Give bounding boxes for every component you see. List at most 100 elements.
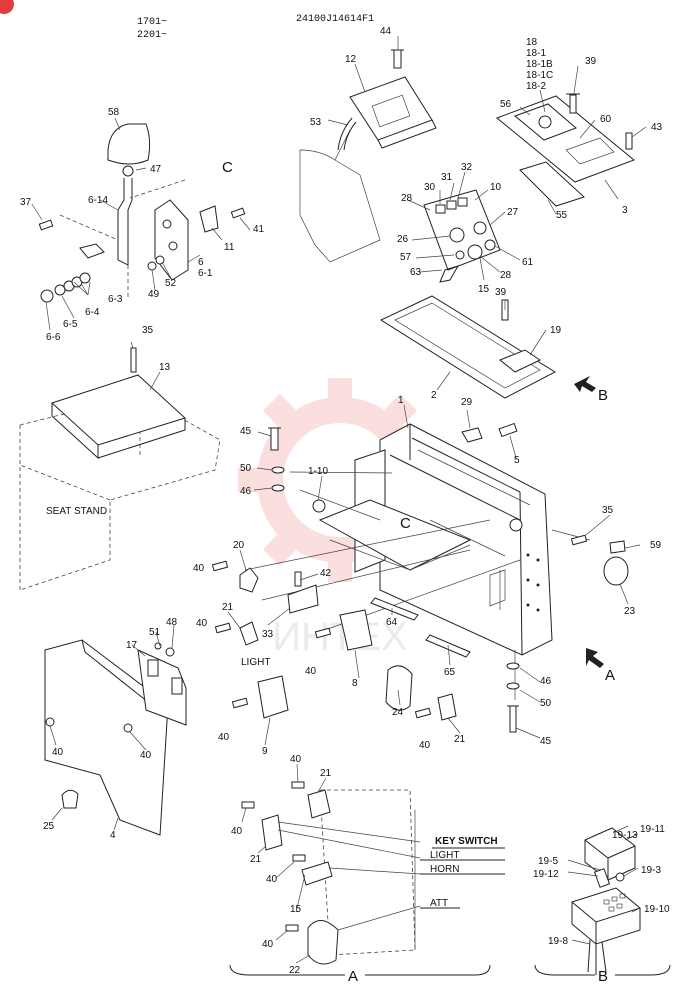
part-label: 46 (240, 486, 252, 497)
cover-plates (496, 93, 635, 207)
part-label: 52 (165, 278, 177, 289)
part-label: 17 (126, 640, 138, 651)
part-label: 10 (490, 182, 502, 193)
view-c-marker: C (400, 515, 411, 532)
part-label: 24 (392, 707, 404, 718)
part-label: 19-5 (538, 856, 558, 867)
part-label: 37 (20, 197, 32, 208)
part-label: 47 (150, 164, 162, 175)
part-label: 31 (441, 172, 453, 183)
part-label: 32 (461, 162, 473, 173)
part-label: 21 (320, 768, 332, 779)
part-label: 49 (148, 289, 160, 300)
light-caption: LIGHT (241, 657, 270, 668)
part-label: 35 (142, 325, 154, 336)
part-label: 6-6 (46, 332, 61, 343)
part-label: 6-1 (198, 268, 213, 279)
part-label: 18-1C (526, 70, 553, 81)
part-label: 26 (397, 234, 409, 245)
wire-light-caption: LIGHT (430, 850, 459, 861)
seat-stand (19, 347, 221, 591)
part-label: 19 (550, 325, 562, 336)
view-a-title: A (348, 968, 358, 985)
part-label: 40 (305, 666, 317, 677)
view-b-detail (534, 827, 671, 976)
part-label: 40 (140, 750, 152, 761)
part-label: 46 (540, 676, 552, 687)
main-frame (312, 422, 553, 656)
mounting-plate (44, 639, 187, 836)
part-label: 40 (218, 732, 230, 743)
part-label: 22 (289, 965, 301, 976)
part-label: 39 (495, 287, 507, 298)
part-label: 19-13 (612, 830, 638, 841)
part-label: 19-11 (640, 824, 665, 835)
part-label: 40 (231, 826, 243, 837)
part-label: 61 (522, 257, 534, 268)
view-b-marker: B (598, 387, 608, 404)
switch-panel (423, 189, 501, 283)
view-b-title: B (598, 968, 608, 985)
part-label: 29 (461, 397, 473, 408)
key-switch-caption: KEY SWITCH (435, 836, 498, 847)
part-label: 21 (454, 734, 466, 745)
part-label: 64 (386, 617, 398, 628)
part-label: 25 (43, 821, 55, 832)
bolt-stack-upper (268, 427, 285, 492)
view-a-arrow-icon (586, 648, 604, 668)
part-label: 6-3 (108, 294, 123, 305)
part-label: 50 (540, 698, 552, 709)
part-label: 40 (266, 874, 278, 885)
console-tray (379, 295, 557, 399)
part-label: 18-1 (526, 48, 546, 59)
part-label: 28 (500, 270, 512, 281)
serial-range-2: 2201~ (137, 30, 167, 41)
part-label: 15 (290, 904, 302, 915)
part-label: 57 (400, 252, 412, 263)
part-label: 6-14 (88, 195, 108, 206)
part-label: 9 (262, 746, 268, 757)
part-label: 21 (250, 854, 262, 865)
lever-assembly (38, 123, 246, 303)
part-label: 19-10 (644, 904, 670, 915)
part-label: 65 (444, 667, 456, 678)
part-label: 40 (52, 747, 64, 758)
part-label: 48 (166, 617, 178, 628)
part-label: 55 (556, 210, 568, 221)
part-label: 42 (320, 568, 332, 579)
part-label: 43 (651, 122, 663, 133)
part-label: 35 (602, 505, 614, 516)
part-callouts: 44 12 53 18 18-1 18-1B 18-1C 18-2 39 56 … (20, 26, 670, 976)
left-brackets (211, 534, 629, 733)
corner-badge-icon (0, 0, 14, 14)
part-label: 21 (222, 602, 234, 613)
seat-stand-caption: SEAT STAND (46, 506, 107, 517)
part-label: 18 (526, 37, 538, 48)
watermark-text: ИНТЕХ (272, 615, 407, 659)
view-c-marker: C (222, 159, 233, 176)
part-label: 6-4 (85, 307, 100, 318)
part-label: 33 (262, 629, 274, 640)
part-label: 40 (290, 754, 302, 765)
part-label: 40 (419, 740, 431, 751)
part-label: 59 (650, 540, 662, 551)
part-label: 58 (108, 107, 120, 118)
view-b-arrow-icon (574, 376, 596, 392)
part-label: 23 (624, 606, 636, 617)
serial-range-1: 1701~ (137, 17, 167, 28)
part-label: 4 (110, 830, 116, 841)
part-label: 45 (240, 426, 252, 437)
part-label: 60 (600, 114, 612, 125)
part-label: 6 (198, 257, 204, 268)
view-a-detail (229, 781, 505, 976)
part-label: 39 (585, 56, 597, 67)
part-label: 56 (500, 99, 512, 110)
label-leaders (31, 36, 647, 964)
part-label: 50 (240, 463, 252, 474)
part-label: 44 (380, 26, 392, 37)
part-label: 2 (431, 390, 437, 401)
part-label: 1-10 (308, 466, 328, 477)
part-label: 13 (159, 362, 171, 373)
wire-att-caption: ATT (430, 898, 448, 909)
